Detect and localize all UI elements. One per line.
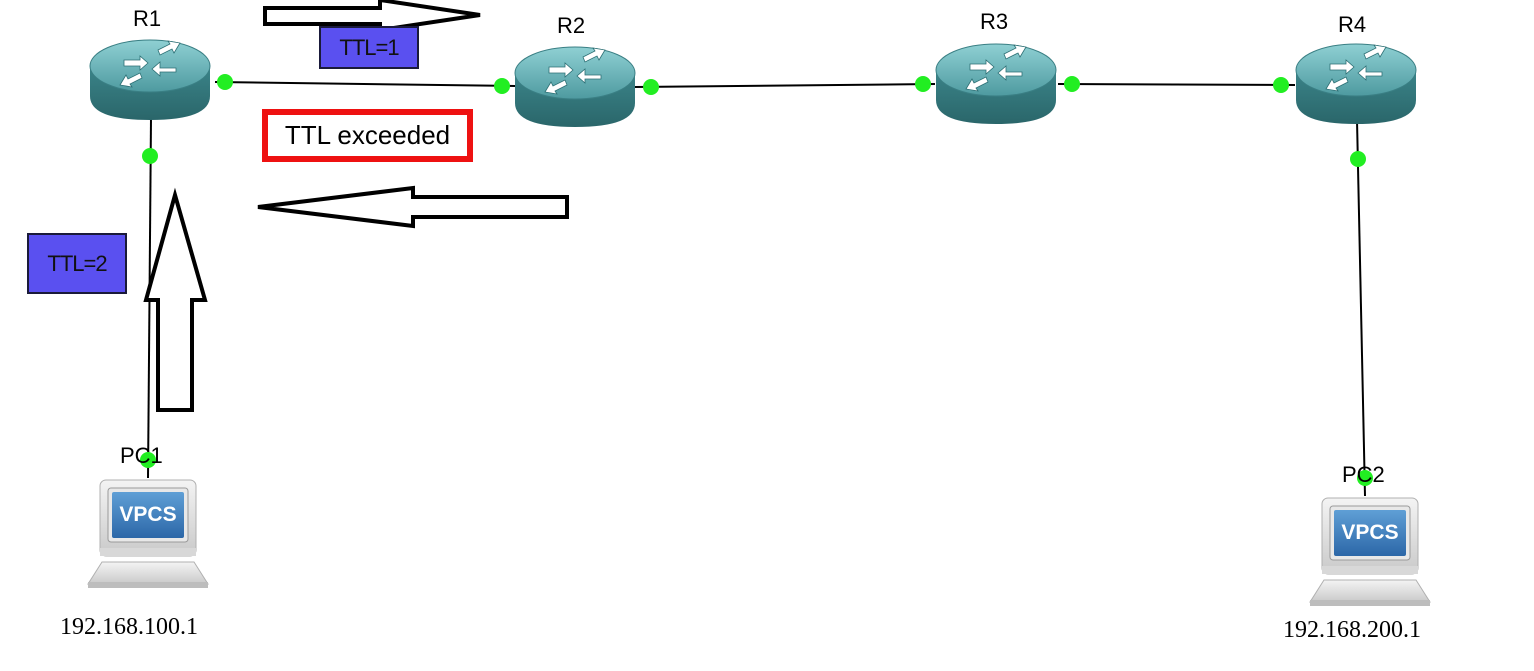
port-dot (1350, 151, 1366, 167)
ttl-2-box: TTL=2 (27, 233, 127, 294)
r3-label: R3 (980, 9, 1009, 34)
pc1-vpcs-badge: VPCS (119, 503, 177, 526)
router-r2-icon (514, 46, 636, 128)
pc2-ip-label: 192.168.200.1 (1283, 617, 1421, 643)
link-r1-r2 (214, 81, 516, 87)
router-r1-icon (89, 39, 211, 121)
link-r2-r3 (634, 83, 936, 88)
port-dot (1357, 470, 1373, 486)
pc1-label: PC1 (120, 443, 163, 468)
arrow-left-icon (257, 185, 569, 229)
pc2-vpcs-badge: VPCS (1341, 521, 1399, 544)
port-dot (140, 452, 156, 468)
port-dot (494, 78, 510, 94)
arrow-up-icon (143, 187, 208, 412)
pc1-vpcs-icon (87, 479, 209, 589)
r1-label: R1 (133, 6, 162, 31)
ttl-1-box: TTL=1 (319, 26, 419, 69)
router-r3-icon (935, 43, 1057, 125)
port-dot (1273, 77, 1289, 93)
pc2-label: PC2 (1342, 462, 1385, 487)
ttl-exceeded-box: TTL exceeded (262, 109, 473, 162)
arrow-right-icon (263, 0, 481, 33)
pc1-ip-label: 192.168.100.1 (60, 614, 198, 640)
link-r3-r4 (1057, 83, 1296, 86)
r4-label: R4 (1338, 12, 1367, 37)
port-dot (915, 76, 931, 92)
port-dot (142, 148, 158, 164)
r2-label: R2 (557, 13, 586, 38)
port-dot (643, 79, 659, 95)
pc2-vpcs-icon (1309, 497, 1431, 607)
port-dot (217, 74, 233, 90)
port-dot (1064, 76, 1080, 92)
router-r4-icon (1295, 43, 1417, 125)
link-r4-pc2 (1356, 119, 1366, 497)
